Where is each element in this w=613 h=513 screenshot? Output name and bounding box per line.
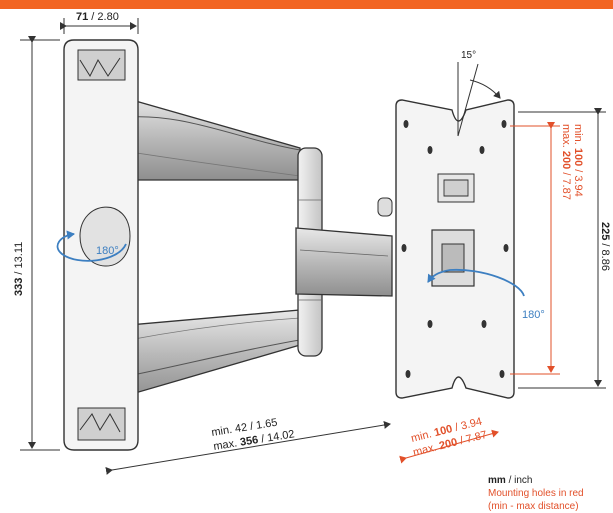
top-accent-bar [0, 0, 613, 9]
vesa-horizontal-dimension [399, 429, 499, 464]
extension-arm [295, 197, 393, 297]
plate-height-dimension [518, 108, 606, 389]
vesa-vertical-max-label: max. 200 / 7.87 [560, 124, 572, 200]
vesa-vertical-min-label: min. 100 / 3.94 [572, 124, 584, 197]
wall-rotation-arrow [56, 230, 127, 262]
units-label: mm / inch [488, 475, 533, 486]
depth-dimension [60, 18, 139, 34]
vesa-vertical-dimension [510, 122, 560, 375]
tv-plate [395, 99, 515, 399]
upper-arm [117, 95, 301, 181]
tilt-angle-label: 15° [461, 50, 476, 61]
plate-height-label: 225 / 8.86 [599, 222, 611, 271]
lower-arm [117, 309, 301, 399]
mounting-holes-note: Mounting holes in red [488, 488, 584, 499]
depth-label: 71 / 2.80 [76, 11, 119, 23]
legend: mm / inch Mounting holes in red (min - m… [488, 474, 610, 513]
plate-rotation-arrow [427, 268, 525, 297]
min-max-note: (min - max distance) [488, 501, 579, 512]
wall-height-dimension [20, 36, 60, 451]
extension-dimension [105, 421, 391, 475]
wall-height-label: 333 / 13.11 [13, 242, 25, 296]
wall-rotate-label: 180° [96, 245, 119, 257]
tilt-indicator [457, 62, 501, 137]
plate-rotate-label: 180° [522, 309, 545, 321]
extension-max-label: max. 356 / 14.02 [213, 428, 296, 453]
